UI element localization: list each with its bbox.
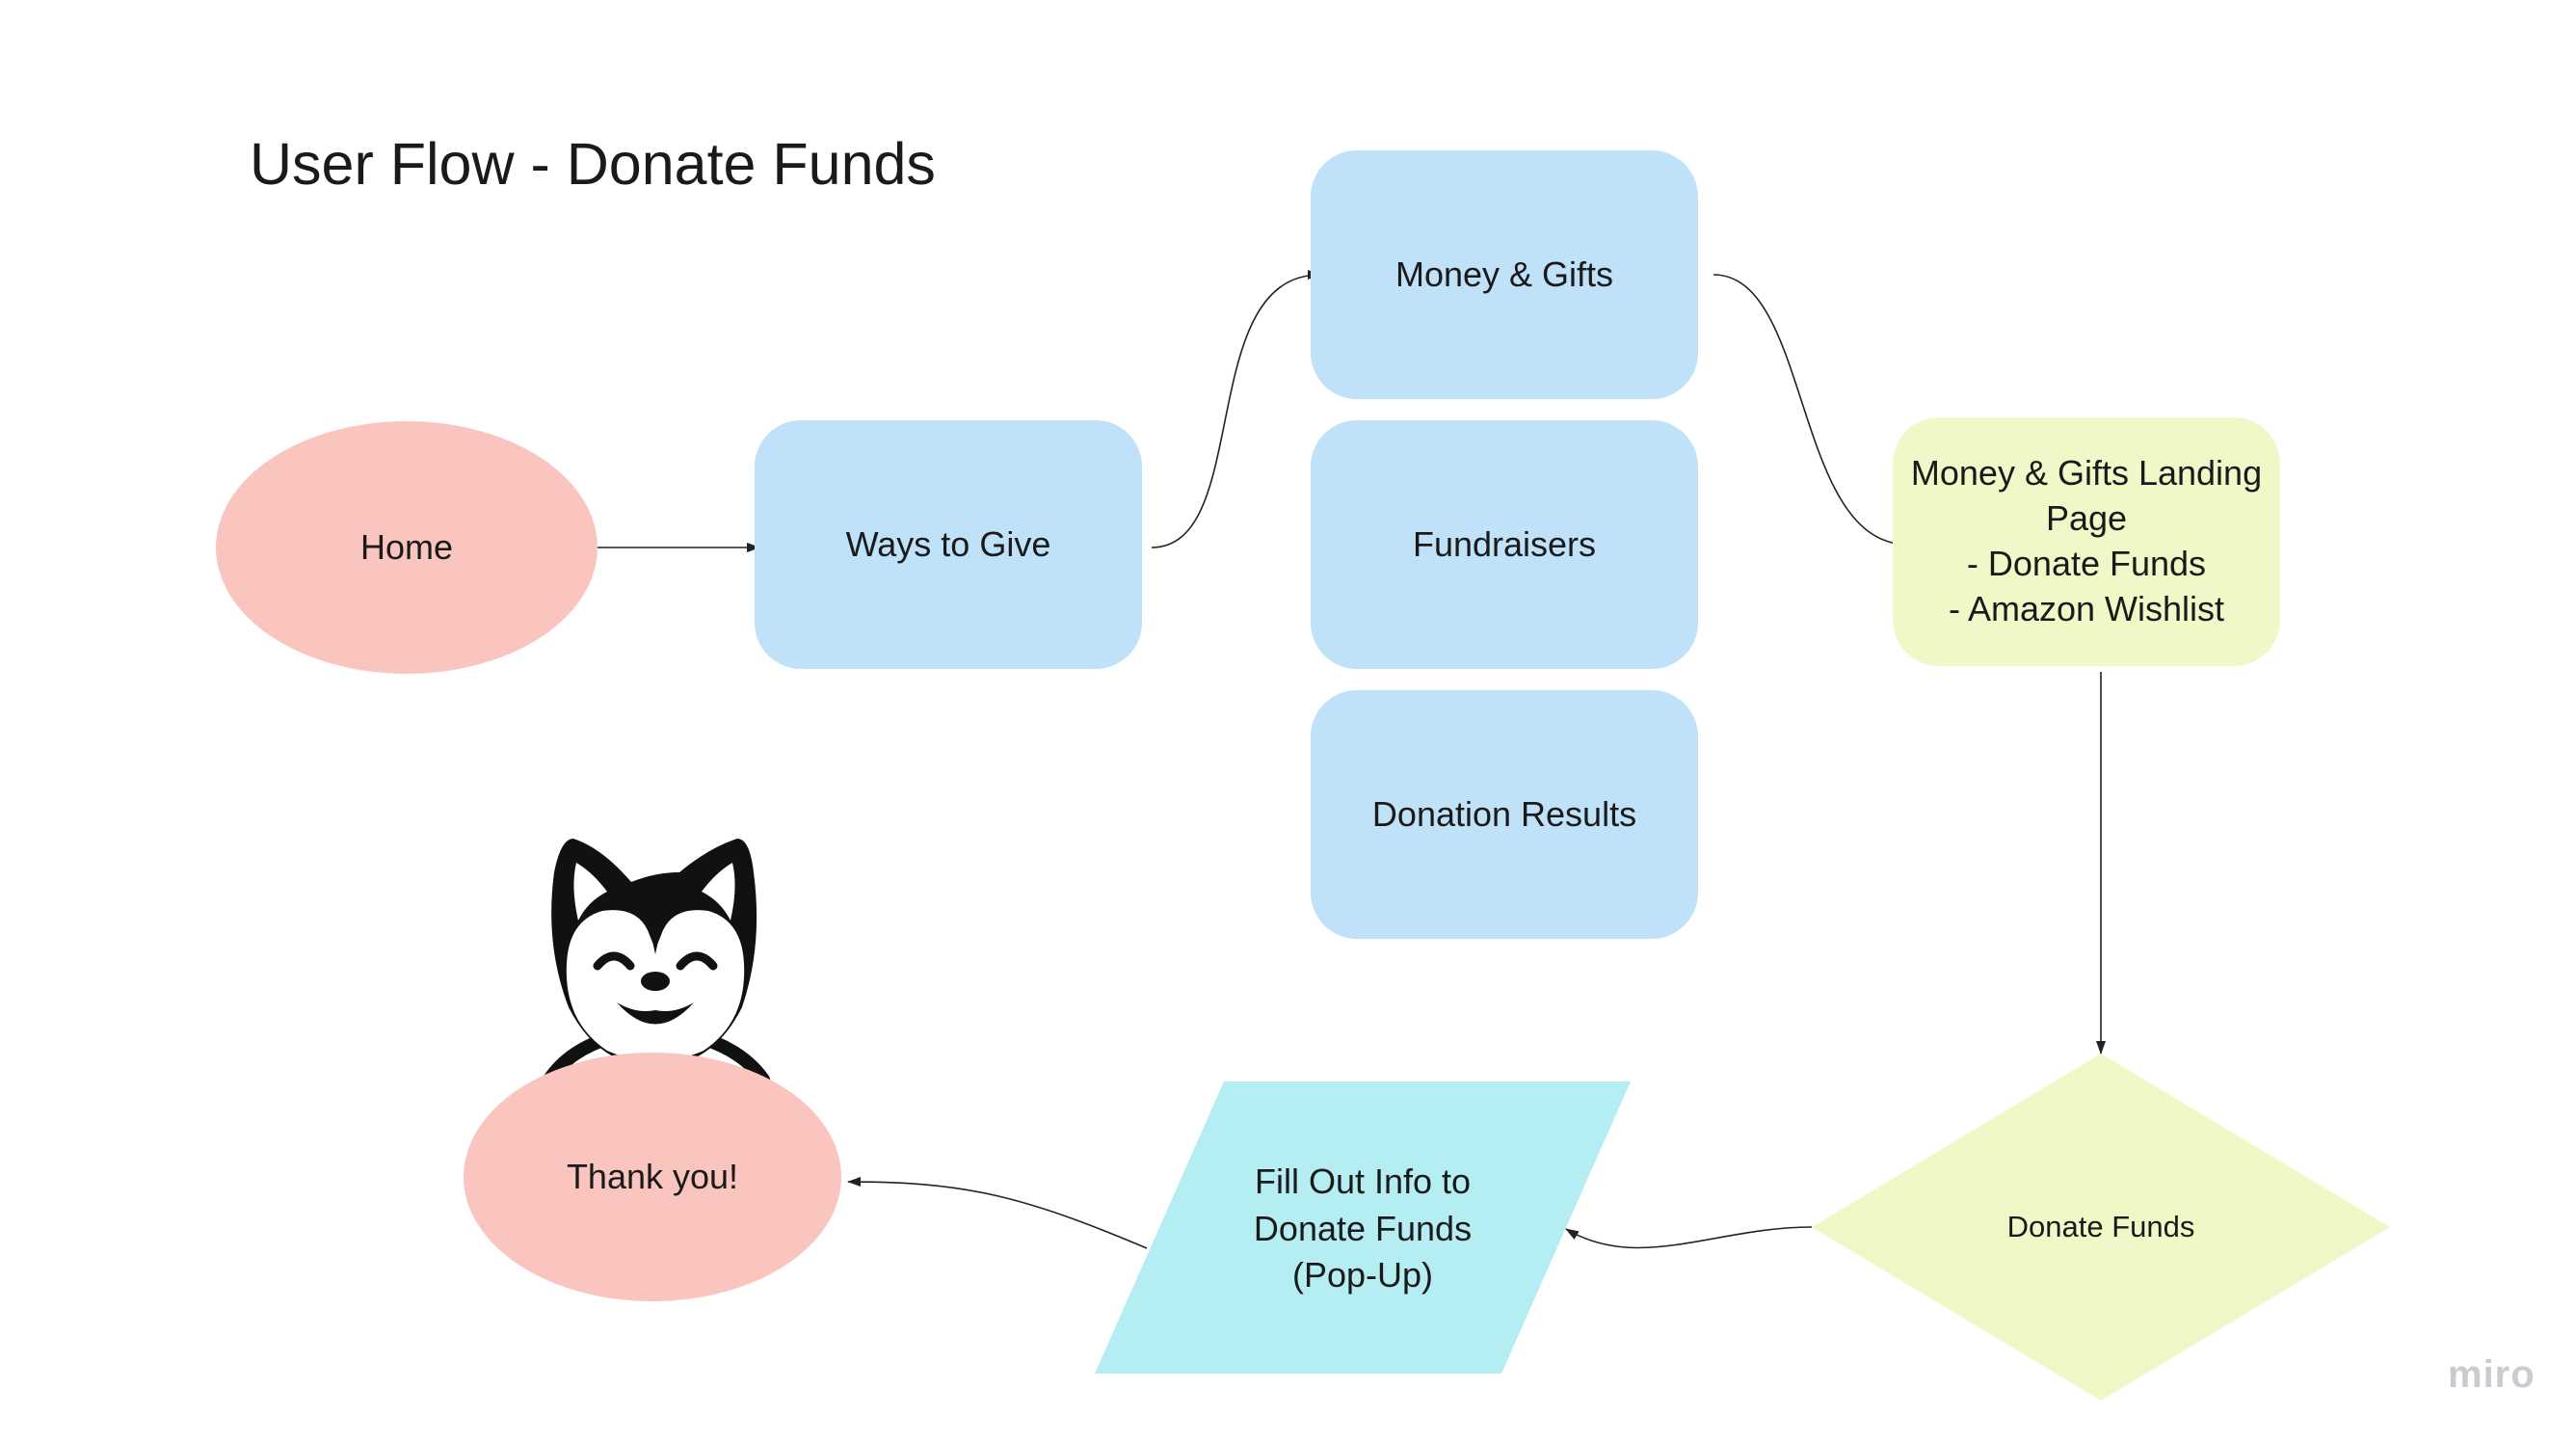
fill-out-info-label: Fill Out Info to Donate Funds (Pop-Up) <box>1253 1162 1473 1295</box>
fundraisers-label: Fundraisers <box>1412 523 1597 564</box>
landing-page-node[interactable]: Money & Gifts Landing Page - Donate Fund… <box>1893 417 2280 666</box>
husky-dog-icon <box>543 839 770 1086</box>
thank-you-label: Thank you! <box>566 1156 739 1196</box>
connector-ways-to-money <box>1151 270 1321 548</box>
miro-logo: miro <box>2448 1353 2536 1396</box>
page-title: User Flow - Donate Funds <box>250 131 936 197</box>
donation-results-node[interactable]: Donation Results <box>1311 690 1698 939</box>
money-gifts-node[interactable]: Money & Gifts <box>1311 150 1698 399</box>
ways-to-give-node[interactable]: Ways to Give <box>755 420 1142 669</box>
ways-to-give-label: Ways to Give <box>845 523 1051 564</box>
donate-funds-diamond[interactable] <box>1812 1054 2390 1401</box>
donation-results-label: Donation Results <box>1371 793 1637 834</box>
home-label: Home <box>359 526 454 567</box>
donate-funds-label: Donate Funds <box>2006 1210 2195 1243</box>
thank-you-node[interactable]: Thank you! <box>464 1053 841 1301</box>
money-gifts-label: Money & Gifts <box>1394 254 1614 294</box>
fill-out-info-parallelogram[interactable] <box>1095 1082 1631 1374</box>
connector-donate-to-fillout <box>1565 1226 1813 1249</box>
connector-fillout-to-thankyou <box>847 1177 1148 1249</box>
connector-money-to-landing <box>1713 274 1909 549</box>
landing-page-label: Money & Gifts Landing Page - Donate Fund… <box>1910 453 2263 628</box>
fundraisers-node[interactable]: Fundraisers <box>1311 420 1698 669</box>
home-node[interactable]: Home <box>216 421 598 674</box>
